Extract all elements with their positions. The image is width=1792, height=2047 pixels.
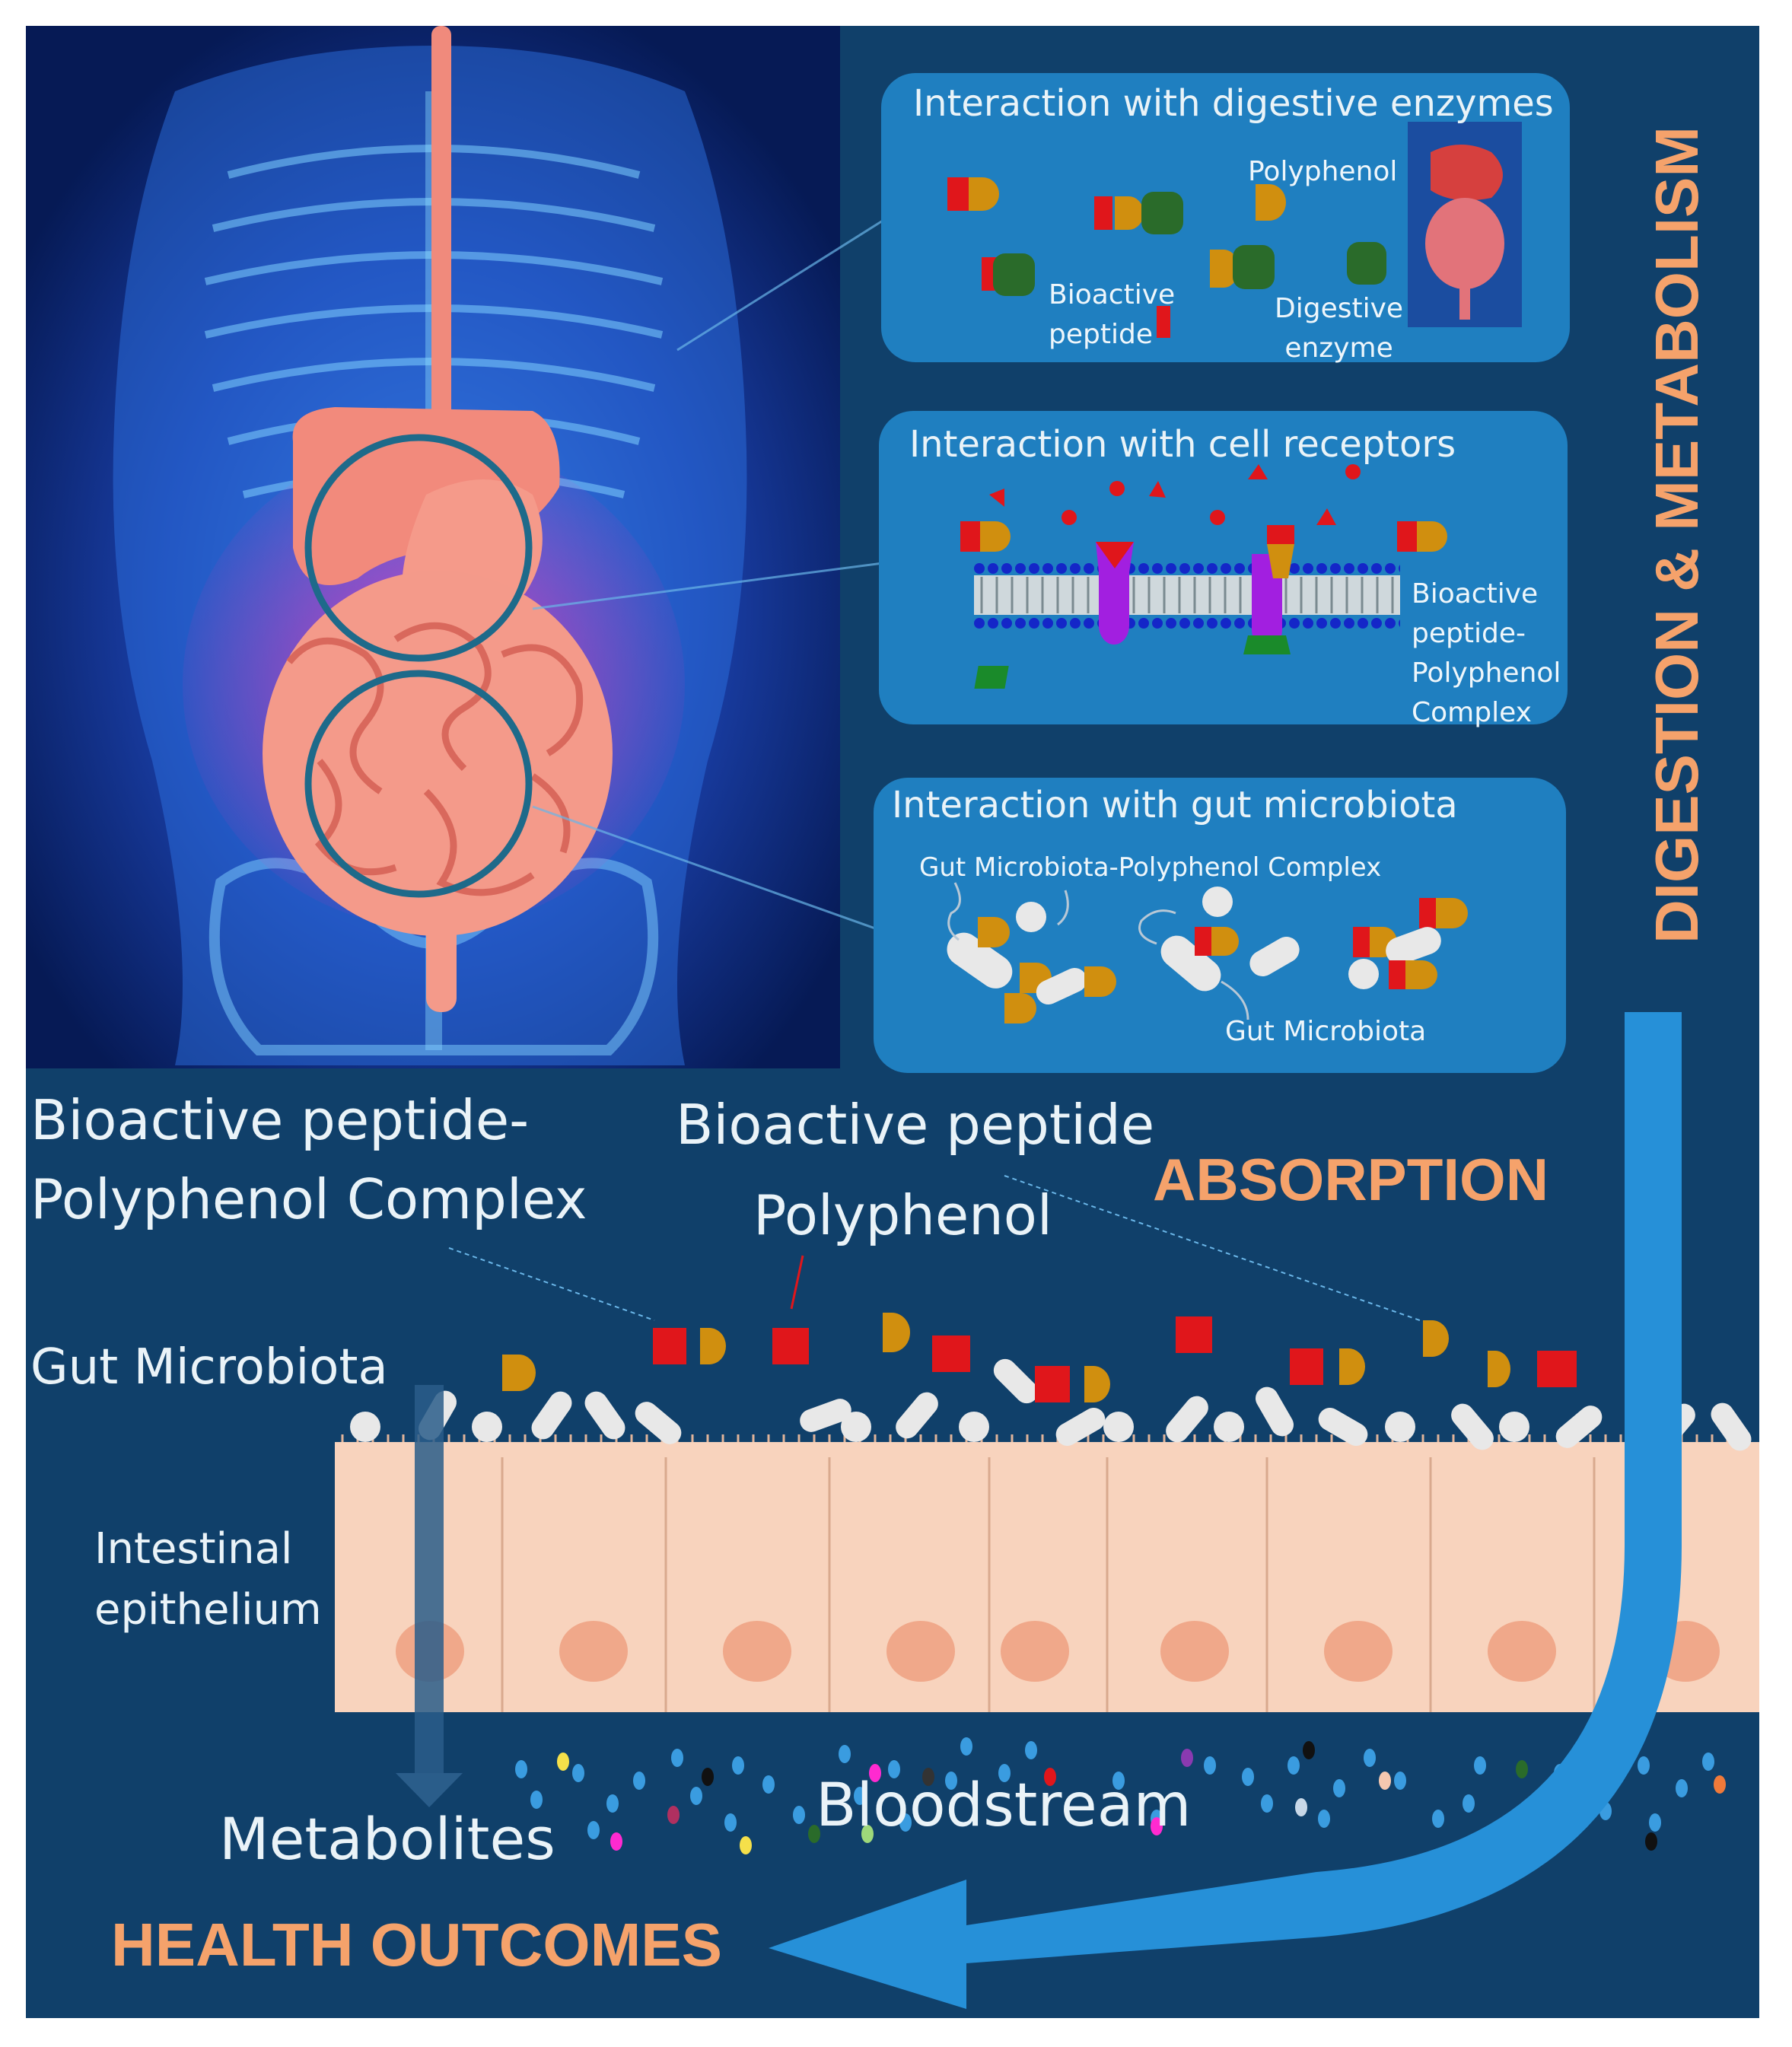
polyphenol-icon — [1256, 184, 1286, 221]
metabolites-arrow — [396, 1385, 463, 1807]
microbe-icon-3 — [1348, 898, 1468, 989]
receptors-panel-title: Interaction with cell receptors — [909, 423, 1456, 466]
receptor-icon-2 — [1243, 525, 1294, 654]
microbiota-complex-label: Gut Microbiota-Polyphenol Complex — [919, 852, 1382, 883]
body-anatomy-illustration — [26, 26, 883, 1068]
enzymes-panel-title: Interaction with digestive enzymes — [913, 82, 1554, 125]
microbiota-panel-title: Interaction with gut microbiota — [892, 784, 1458, 826]
receptors-panel — [879, 411, 1568, 724]
digestive-enzyme-label: Digestive enzyme — [1275, 293, 1404, 364]
bloodstream-label: Bloodstream — [816, 1772, 1192, 1840]
peptide-enzyme-complex-2 — [982, 253, 1035, 296]
epithelium-label: Intestinal epithelium — [94, 1524, 322, 1635]
absorption-label: ABSORPTION — [1153, 1146, 1549, 1213]
peptide-enzyme-complex — [1094, 192, 1183, 234]
polyphenol-enzyme-complex — [1210, 245, 1275, 289]
microbiota-panel — [874, 778, 1566, 1073]
gut-microbiota-label: Gut Microbiota — [30, 1339, 388, 1396]
peptide-icon — [1157, 306, 1170, 338]
receptor-icon — [974, 542, 1134, 689]
bioactive-peptide-label: Bioactive peptide — [1049, 279, 1176, 350]
polyphenol-label: Polyphenol — [1248, 156, 1398, 187]
enzyme-icon — [1347, 242, 1386, 285]
microbe-icon — [947, 902, 1116, 1024]
gut-microbiota-panel-label: Gut Microbiota — [1225, 1016, 1427, 1047]
receptor-complex-label: Bioactive peptide- Polyphenol Complex — [1412, 578, 1561, 728]
enzymes-panel — [881, 73, 1570, 362]
digestion-metabolism-label: DIGESTION & METABOLISM — [1643, 126, 1711, 944]
intestinal-epithelium — [335, 1434, 1759, 1712]
surface-microbiota — [350, 1313, 1752, 1451]
microbe-icon-2 — [1160, 887, 1300, 992]
digestive-organs-icon — [1408, 122, 1522, 327]
metabolites-label: Metabolites — [219, 1805, 555, 1873]
polyphenol-big-label: Polyphenol — [753, 1183, 1052, 1247]
bioactive-peptide-big-label: Bioactive peptide — [676, 1093, 1155, 1157]
peptide-polyphenol-complex — [947, 177, 999, 211]
complex-label: Bioactive peptide- Polyphenol Complex — [30, 1088, 587, 1231]
health-outcomes-label: HEALTH OUTCOMES — [111, 1911, 722, 1979]
bloodstream-particles — [515, 1737, 1726, 1854]
